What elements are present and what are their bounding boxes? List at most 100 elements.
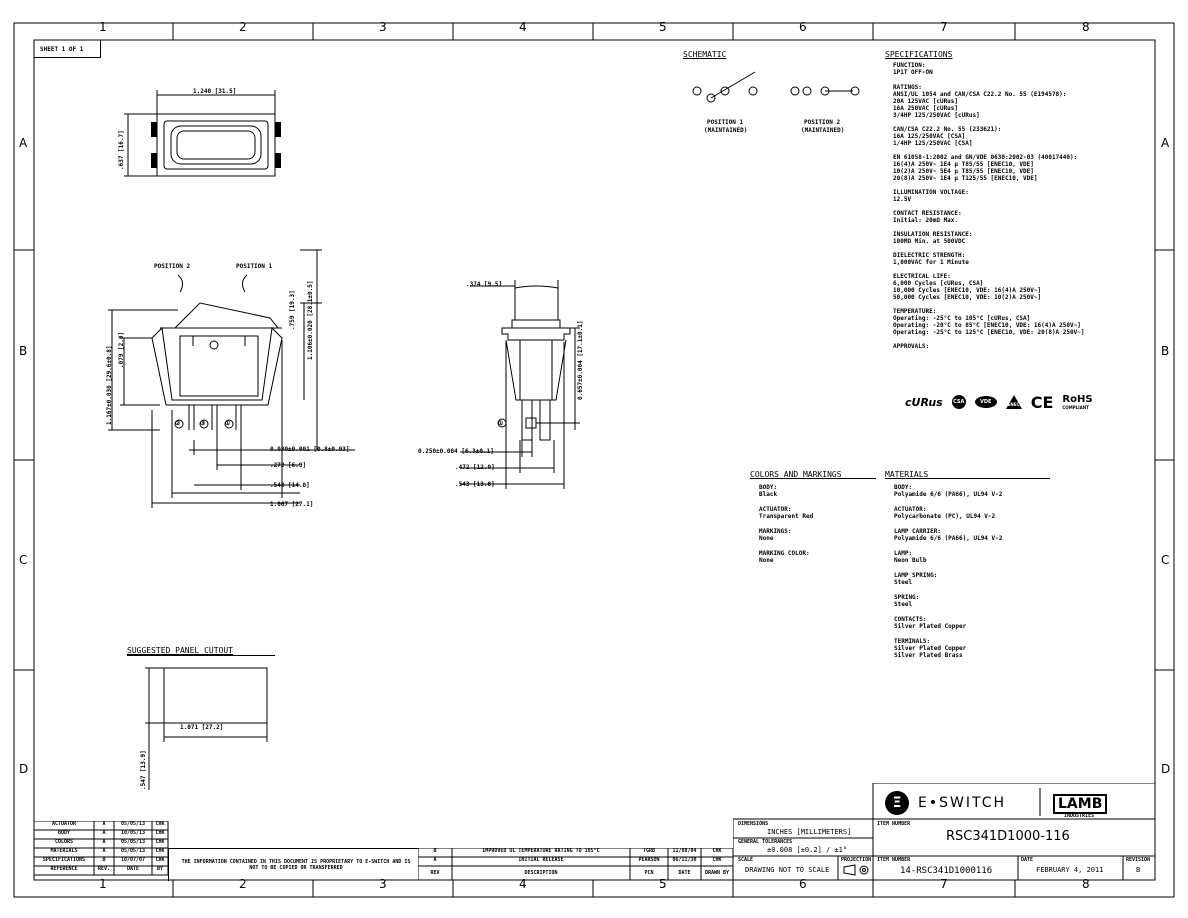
spec-line: 20A 125VAC [cURus] <box>893 98 959 105</box>
mat-line: Silver Plated Copper <box>894 645 967 652</box>
table-cell: CHK <box>155 830 165 836</box>
schematic-pos1-label: POSITION 1 <box>707 119 744 126</box>
table-header-row: REFERENCE REV. DATE BY <box>34 866 168 875</box>
cm-line: MARKING COLOR: <box>759 550 810 557</box>
terminal-spacing-2-dim: .543 [14.0] <box>270 482 310 489</box>
projection-label: PROJECTION <box>841 857 872 863</box>
terminal-1-label: ① <box>225 420 231 427</box>
mat-line: LAMP: <box>894 550 913 557</box>
table-row: COLORS A 05/05/13 CHK <box>34 839 168 848</box>
e-switch-logo-icon: Ξ <box>885 791 909 815</box>
table-header-cell: BY <box>156 866 164 872</box>
col-label-6-bottom: 6 <box>799 877 807 891</box>
spec-line: 20(8)A 250V~ 1E4 µ T125/55 [ENEC10, VDE] <box>893 175 1038 182</box>
vde-approval-icon: VDE <box>974 396 997 408</box>
col-label-5: 5 <box>659 20 667 34</box>
row-label-d: D <box>19 762 29 776</box>
csa-approval-icon: CSA <box>951 395 966 409</box>
specifications-list: FUNCTION: 1P1T OFF-ON RATINGS: ANSI/UL 1… <box>893 62 1148 350</box>
spec-line: 10,000 Cycles [ENEC10, VDE: 16(4)A 250V~… <box>893 287 1042 294</box>
spec-line: ILLUMINATION VOLTAGE: <box>893 189 969 196</box>
table-cell: BODY <box>57 830 71 836</box>
table-header-cell: DATE <box>126 866 140 872</box>
spec-line: 100MΩ Min. at 500VDC <box>893 238 966 245</box>
spec-line: 10(2)A 250V~ 5E4 µ T85/55 [ENEC10, VDE] <box>893 168 1034 175</box>
scale-value: DRAWING NOT TO SCALE <box>745 866 830 874</box>
row-label-b: B <box>19 344 28 358</box>
col-label-8: 8 <box>1082 20 1090 34</box>
spec-line: 3/4HP 125/250VAC [cURus] <box>893 112 980 119</box>
tolerance-label: GENERAL TOLERANCES <box>738 839 793 845</box>
table-cell: ACTUATOR <box>51 821 77 827</box>
spec-line: Operating: -20°C to 85°C [ENEC10, VDE: 1… <box>893 322 1081 329</box>
lamb-logo: LAMB <box>1053 794 1108 814</box>
spec-line: APPROVALS: <box>893 343 930 350</box>
table-header-cell: PCN <box>644 869 654 876</box>
spec-line: 1/4HP 125/250VAC [CSA] <box>893 140 973 147</box>
end-spacing-dim: .472 [12.0] <box>455 464 495 471</box>
col-label-1-bottom: 1 <box>99 877 107 891</box>
mat-line: Steel <box>894 601 913 608</box>
table-cell: CHK <box>712 857 722 863</box>
spec-line: 1P1T OFF-ON <box>893 69 933 76</box>
row-label-a-right: A <box>1161 136 1170 150</box>
title-block-grid <box>733 783 1155 880</box>
lamb-logo-sub: INDUSTRIES <box>1064 813 1095 819</box>
date-value: FEBRUARY 4, 2011 <box>1036 866 1104 874</box>
col-label-8-bottom: 8 <box>1082 877 1090 891</box>
materials-title: MATERIALS <box>885 470 929 479</box>
table-header-cell: REV <box>430 869 440 876</box>
mat-line: Silver Plated Brass <box>894 652 963 659</box>
table-row: ACTUATOR A 05/05/13 CHK <box>34 821 168 830</box>
spec-line: FUNCTION: <box>893 62 926 69</box>
overall-height-dim: 1.106±0.020 [28.1±0.5] <box>307 280 314 360</box>
position-2-label: POSITION 2 <box>154 263 191 270</box>
col-label-4: 4 <box>519 20 527 34</box>
end-top-dim: .374 [9.5] <box>466 281 503 288</box>
schematic-title: SCHEMATIC <box>683 50 727 59</box>
table-cell: CHK <box>712 848 722 854</box>
table-cell: CHK <box>155 857 165 863</box>
materials-list: BODY: Polyamide 6/6 (PA66), UL94 V-2 ACT… <box>894 484 1002 659</box>
table-row: A INITIAL RELEASE PEARSON 06/11/30 CHK <box>418 857 733 866</box>
body-height-dim: 1.167±0.030 [29.6±0.8] <box>106 345 113 425</box>
table-cell: A <box>102 848 106 854</box>
mat-line: SPRING: <box>894 594 920 601</box>
overall-width-dim: 1.067 [27.1] <box>270 501 314 508</box>
spec-line: ANSI/UL 1054 and CAN/CSA C22.2 No. 55 (E… <box>893 91 1067 98</box>
cutout-height-dim: .547 [13.9] <box>140 750 147 790</box>
row-label-a: A <box>19 136 28 150</box>
mat-line: TERMINALS: <box>894 638 931 645</box>
spec-line: DIELECTRIC STRENGTH: <box>893 252 966 259</box>
item-number: RSC341D1000-116 <box>946 829 1070 844</box>
spec-line: CONTACT RESISTANCE: <box>893 210 962 217</box>
end-width-dim: .543 [13.8] <box>455 481 495 488</box>
specifications-title: SPECIFICATIONS <box>885 50 953 59</box>
table-header-cell: DRAWN BY <box>704 869 730 876</box>
mat-line: Neon Bulb <box>894 557 927 564</box>
colors-markings-rule <box>750 478 876 479</box>
enec-label: ENEC <box>1007 402 1020 407</box>
table-cell: COLORS <box>54 839 74 845</box>
table-cell: 11/08/04 <box>672 848 697 854</box>
confidential-box <box>168 848 419 881</box>
table-row: BODY A 10/05/13 CHK <box>34 830 168 839</box>
spec-line: 12.5V <box>893 196 912 203</box>
schematic-drawing <box>692 71 860 103</box>
schematic-pos1-sub: (MAINTAINED) <box>704 127 748 134</box>
table-header-row: REV DESCRIPTION PCN DATE DRAWN BY <box>418 866 733 880</box>
col-label-6: 6 <box>799 20 807 34</box>
mat-line: Polycarbonate (PC), UL94 V-2 <box>894 513 996 520</box>
materials-rule <box>885 478 1050 479</box>
cm-line: ACTUATOR: <box>759 506 792 513</box>
schematic-pos2-sub: (MAINTAINED) <box>801 127 845 134</box>
col-label-4-bottom: 4 <box>519 877 527 891</box>
col-label-1: 1 <box>99 20 107 34</box>
dimensions-value: INCHES [MILLIMETERS] <box>767 828 852 836</box>
cm-line: BODY: <box>759 484 778 491</box>
table-cell: CHK <box>155 821 165 827</box>
spec-line: ELECTRICAL LIFE: <box>893 273 951 280</box>
panel-cutout-drawing <box>145 667 268 790</box>
spec-line: EN 61058-1:2002 and GN/VDE 0630:2002-03 … <box>893 154 1078 161</box>
table-cell: PEARSON <box>638 857 660 863</box>
